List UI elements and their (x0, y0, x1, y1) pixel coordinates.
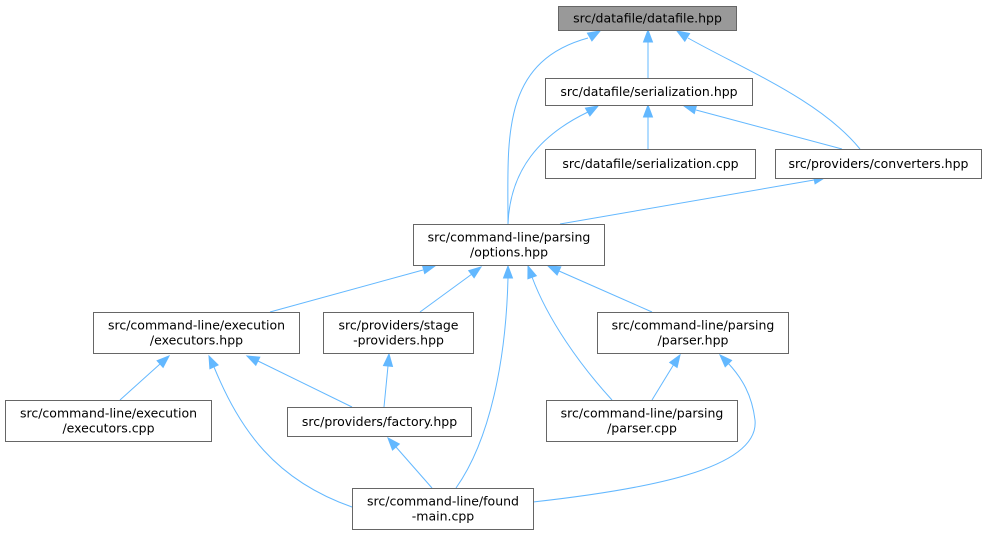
edge-factory_hpp-to-stage_providers_hpp (382, 352, 394, 408)
node-options-hpp[interactable]: src/command-line/parsing/options.hpp (413, 224, 605, 266)
edge-line (383, 365, 389, 408)
node-box (546, 400, 738, 442)
node-label: /executors.cpp (62, 421, 154, 436)
node-label: src/providers/converters.hpp (789, 156, 969, 171)
edge-line (687, 37, 861, 150)
edge-line (532, 362, 756, 503)
node-box (323, 312, 474, 354)
edge-line (695, 109, 843, 150)
edge-parser_hpp-to-options_hpp (546, 265, 653, 313)
edge-parser_cpp-to-parser_hpp (651, 353, 681, 401)
node-serialization-hpp[interactable]: src/datafile/serialization.hpp (545, 78, 753, 106)
edge-line (269, 269, 424, 313)
edge-arrowhead (245, 355, 261, 367)
node-label: src/command-line/execution (20, 406, 197, 421)
edge-arrowhead (208, 354, 219, 370)
edge-line (213, 366, 353, 508)
node-factory-hpp[interactable]: src/providers/factory.hpp (287, 407, 472, 437)
node-serialization-cpp[interactable]: src/datafile/serialization.cpp (545, 149, 756, 179)
edge-line (531, 276, 613, 401)
edge-stage_providers_hpp-to-options_hpp (419, 266, 483, 313)
node-label: src/command-line/parsing (612, 318, 775, 333)
node-executors-hpp[interactable]: src/command-line/execution/executors.hpp (93, 312, 300, 354)
edge-arrowhead (675, 30, 691, 43)
node-box (413, 224, 605, 266)
edge-executors_hpp-to-options_hpp (269, 264, 437, 313)
node-box (352, 488, 534, 530)
edge-line (419, 273, 473, 313)
node-box (287, 407, 472, 437)
edge-executors_cpp-to-executors_hpp (119, 355, 171, 401)
node-box (545, 149, 756, 179)
edge-line (651, 363, 675, 401)
node-parser-cpp[interactable]: src/command-line/parsing/parser.cpp (546, 400, 738, 442)
node-label: /parser.hpp (658, 333, 729, 348)
node-parser-hpp[interactable]: src/command-line/parsing/parser.hpp (597, 312, 789, 354)
edge-arrowhead (467, 266, 483, 279)
node-label: src/datafile/datafile.hpp (573, 11, 722, 26)
edge-line (395, 446, 433, 489)
edge-found_main_cpp-to-options_hpp (455, 264, 514, 489)
edge-line (257, 360, 353, 408)
edge-factory_hpp-to-executors_hpp (245, 355, 353, 408)
node-label: src/datafile/serialization.cpp (562, 156, 738, 171)
edge-options_hpp-to-converters_hpp (559, 174, 828, 225)
node-label: src/datafile/serialization.hpp (560, 84, 737, 99)
edge-arrowhead (527, 264, 538, 280)
edge-arrowhead (156, 355, 171, 369)
node-label: src/command-line/parsing (561, 406, 724, 421)
edge-arrowhead (546, 265, 562, 276)
node-converters-hpp[interactable]: src/providers/converters.hpp (775, 149, 982, 179)
node-label: -providers.hpp (353, 333, 444, 348)
node-box (558, 6, 737, 31)
node-box (545, 78, 753, 106)
edge-arrowhead (719, 353, 733, 368)
node-box (93, 312, 300, 354)
edge-line (507, 37, 589, 225)
node-label: /options.hpp (470, 245, 548, 260)
edge-converters_hpp-to-datafile_hpp (675, 30, 861, 150)
node-executors-cpp[interactable]: src/command-line/execution/executors.cpp (5, 400, 212, 442)
nodes-layer: src/datafile/datafile.hpp src/datafile/se… (5, 6, 982, 530)
edge-arrowhead (502, 264, 514, 279)
edges-layer (119, 28, 861, 508)
node-label: src/providers/factory.hpp (302, 414, 457, 429)
edge-line (559, 179, 815, 225)
edge-options_hpp-to-serialization_hpp (507, 105, 600, 225)
node-label: src/command-line/execution (108, 318, 285, 333)
node-label: /parser.cpp (607, 421, 677, 436)
node-label: /executors.hpp (150, 333, 243, 348)
edge-found_main_cpp-to-factory_hpp (387, 436, 433, 489)
edge-arrowhead (421, 264, 437, 275)
edge-arrowhead (682, 104, 698, 115)
edge-arrowhead (642, 28, 654, 43)
node-label: -main.cpp (412, 509, 475, 524)
edge-arrowhead (668, 353, 681, 369)
edge-serialization_hpp-to-datafile_hpp (642, 28, 654, 78)
node-label: src/command-line/found (367, 494, 519, 509)
node-label: src/providers/stage (339, 318, 459, 333)
edge-serialization_cpp-to-serialization_hpp (642, 103, 654, 149)
node-found-main-cpp[interactable]: src/command-line/found-main.cpp (352, 488, 534, 530)
edge-arrowhead (642, 103, 654, 118)
edge-parser_cpp-to-options_hpp (527, 264, 613, 401)
edge-found_main_cpp-to-executors_hpp (208, 354, 353, 508)
edge-found_main_cpp-to-parser_hpp (532, 353, 756, 503)
edge-arrowhead (382, 352, 394, 367)
edge-line (507, 111, 589, 225)
node-box (5, 400, 212, 442)
edge-line (455, 277, 509, 489)
edge-options_hpp-to-datafile_hpp (507, 30, 602, 225)
node-label: src/command-line/parsing (428, 230, 591, 245)
edge-line (558, 270, 653, 313)
edge-line (119, 363, 161, 401)
node-stage-providers-hpp[interactable]: src/providers/stage-providers.hpp (323, 312, 474, 354)
node-datafile-hpp: src/datafile/datafile.hpp (558, 6, 737, 31)
node-box (775, 149, 982, 179)
node-box (597, 312, 789, 354)
edge-arrowhead (584, 105, 600, 117)
edge-arrowhead (586, 30, 602, 42)
edge-arrowhead (387, 436, 401, 451)
